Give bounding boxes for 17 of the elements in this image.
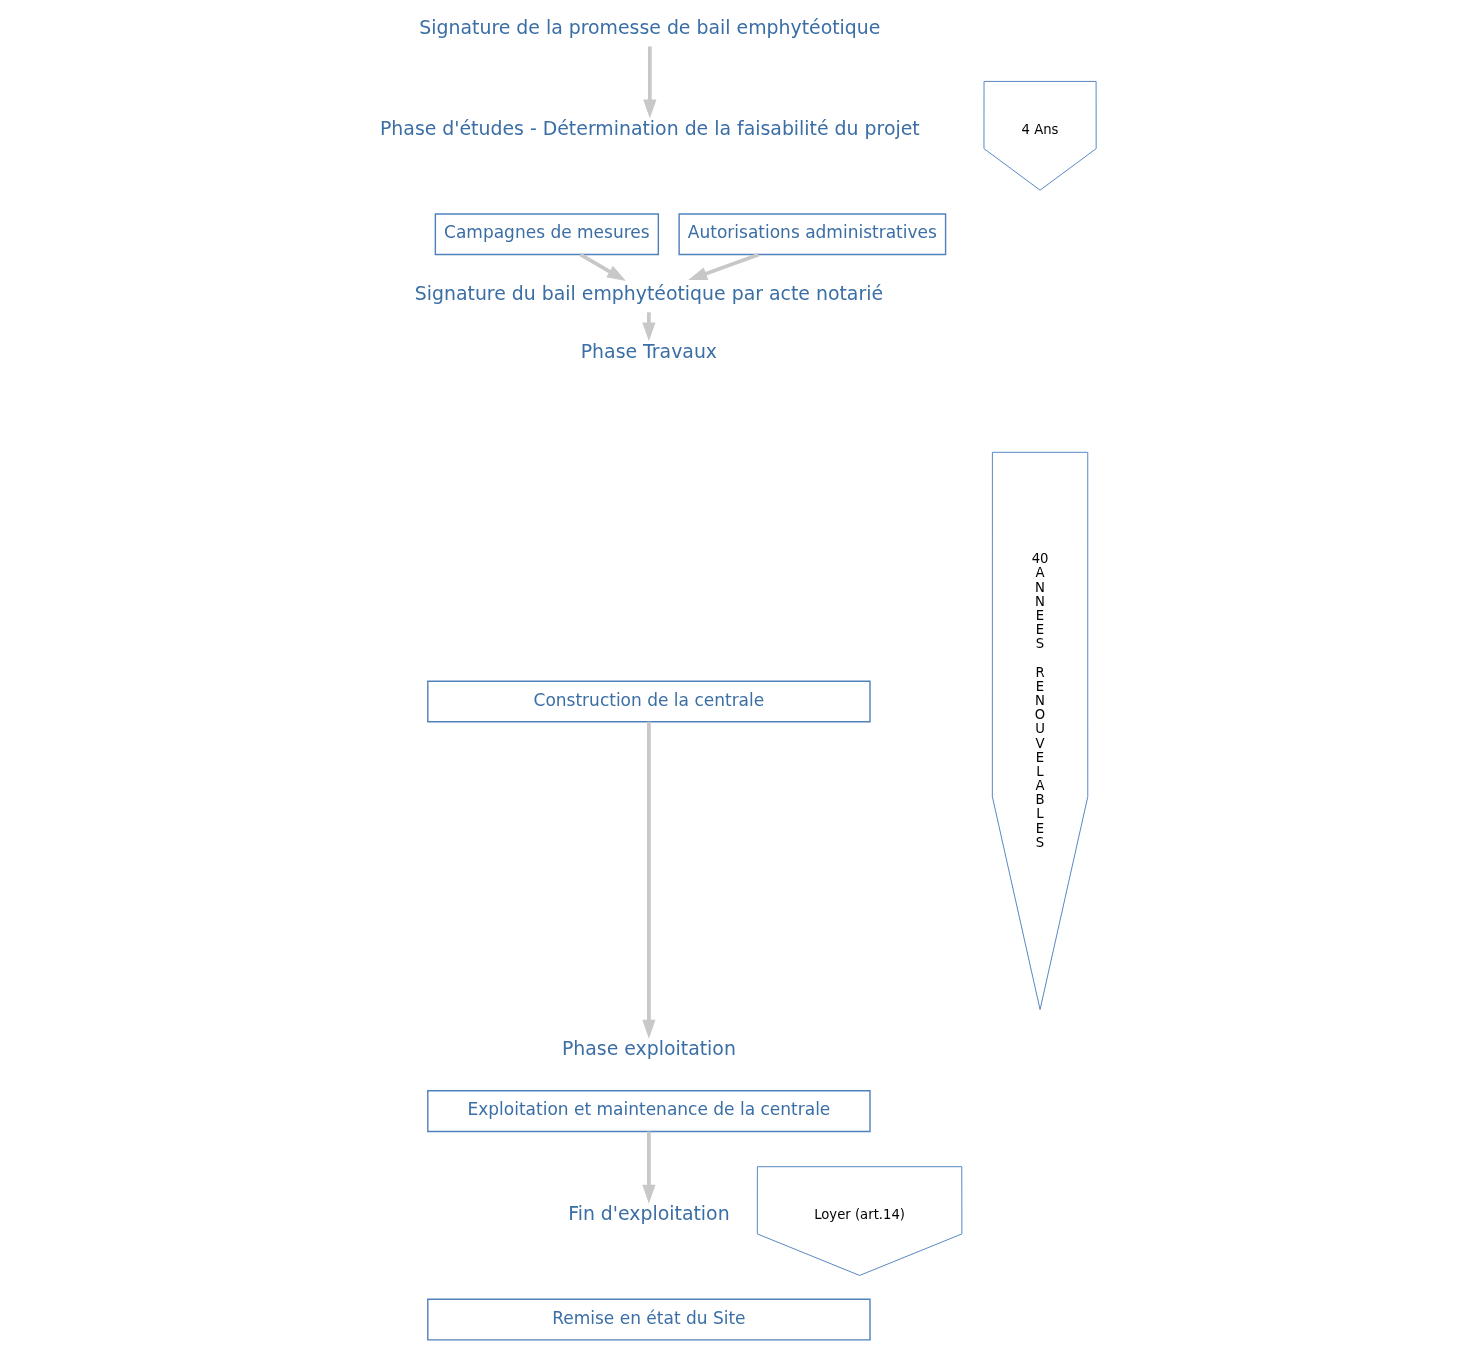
arrow (641, 1131, 656, 1204)
node-box: Construction de la centrale (426, 680, 871, 723)
node-box: Exploitation et maintenance de la centrale (426, 1090, 871, 1133)
node-text: Phase Travaux (580, 339, 717, 362)
node-text: Phase d'études - Détermination de la faisabilité du projet (379, 116, 920, 139)
arrow (687, 252, 759, 281)
node-text: Signature du bail emphytéotique par acte notarié (414, 281, 883, 304)
node-box: Remise en état du Site (426, 1298, 871, 1341)
arrow (579, 253, 626, 281)
arrow (641, 312, 656, 342)
arrow (642, 46, 656, 119)
node-text: Fin d'exploitation (567, 1202, 730, 1225)
node-text: Signature de la promesse de bail emphytéotique (418, 15, 880, 38)
node-box: Campagnes de mesures (434, 213, 659, 256)
node-box: Autorisations administratives (677, 213, 946, 256)
node-text: Phase exploitation (561, 1036, 736, 1059)
arrow (641, 721, 656, 1039)
